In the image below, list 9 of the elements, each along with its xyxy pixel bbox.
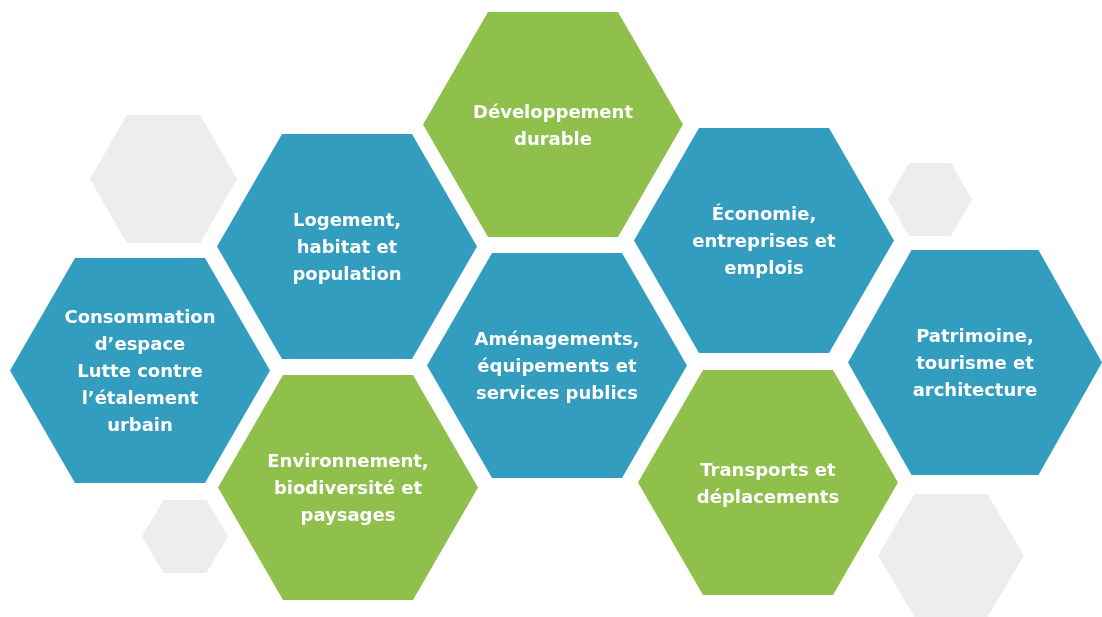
hexagon-label: Lutte contre l’étalement urbain: [76, 359, 204, 437]
hexagon-label: Économie, entreprises et emplois: [691, 202, 837, 280]
hexagon-label: Développement durable: [472, 99, 634, 151]
hexagon-label: Logement, habitat et population: [291, 208, 403, 286]
hexagon-label: Aménagements, équipements et services publics: [473, 327, 641, 405]
hexagon-label: Transports et déplacements: [695, 457, 841, 509]
hexagon-label: Environnement, biodiversité et paysages: [266, 449, 430, 527]
hexagon-label: Patrimoine, tourisme et architecture: [911, 324, 1039, 402]
hexagon-label: Consommation d’espace: [63, 305, 217, 356]
